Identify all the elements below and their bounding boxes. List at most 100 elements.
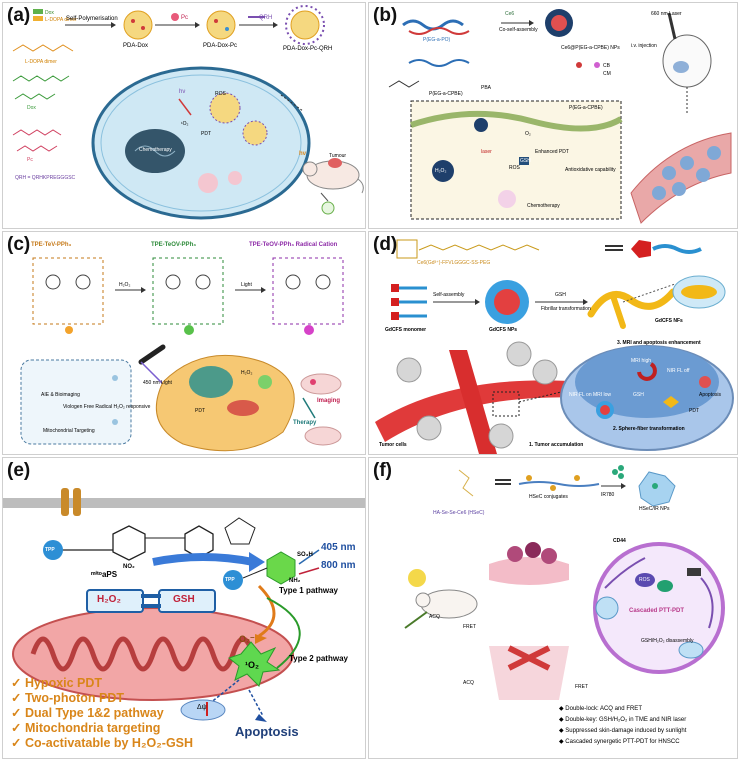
- pda-dox-pc-label: PDA-Dox-Pc: [203, 43, 238, 49]
- feature-item-1: ✓ Two-photon PDT: [11, 691, 124, 705]
- hv-label-mouse: hν: [299, 151, 307, 157]
- panel-d-graphic: [375, 239, 734, 454]
- ce6-nps-label: Ce6@P(EG-a-CPBE) NPs: [561, 45, 620, 51]
- molecule-tpe-teov: [152, 257, 224, 335]
- ros-label: ROS: [509, 165, 520, 171]
- blood-vessel-with-tumor: [630, 132, 732, 224]
- gdcfs-monomers: [391, 284, 427, 320]
- hv-label-cell: hν: [179, 89, 186, 95]
- panel-a: (a): [2, 2, 366, 229]
- nps-label: GdCFS NPs: [489, 327, 518, 333]
- feature-item-0: ◆ Double-lock: ACQ and FRET: [559, 706, 642, 712]
- tpp-label-left: TPP: [45, 547, 55, 553]
- mito-label: Mitochondrial Targeting: [43, 428, 95, 434]
- feature-list: ✓ Hypoxic PDT ✓ Two-photon PDT ✓ Dual Ty…: [11, 676, 193, 751]
- mito-aps-label: ᵐⁱᵗᵒaPS: [91, 570, 118, 579]
- ce6-label: Ce6: [505, 11, 515, 17]
- tpp-label-right: TPP: [225, 577, 235, 583]
- nm800-label: 800 nm: [321, 560, 356, 571]
- nir-fl-off-label: NIR FL off: [667, 368, 690, 374]
- pdt-label: PDT: [195, 408, 205, 414]
- mouse-illustration: [662, 12, 712, 88]
- nm405-label: 405 nm: [321, 542, 356, 553]
- type1-label: Type 1 pathway: [279, 586, 338, 595]
- tpe-radical-label: TPE-TeOV-PPh₃ Radical Cation: [249, 242, 338, 248]
- laser-small-label: laser: [481, 149, 492, 155]
- laser-label: 660 nm Laser: [651, 11, 682, 17]
- singlet-oxygen-label: ¹O₂: [181, 121, 189, 127]
- panel-d: (d): [368, 231, 738, 455]
- so3h-label: SO₃H: [297, 552, 313, 558]
- panel-e: (e): [2, 457, 366, 759]
- mouse-imaging: [300, 373, 342, 395]
- singlet-oxygen-burst: [227, 641, 281, 687]
- mouse-illustration: [302, 158, 364, 194]
- feature-item-3: ✓ Mitochondria targeting: [11, 721, 161, 735]
- panel-b-graphic: [388, 9, 732, 224]
- iv-injection-label: i.v. injection: [631, 43, 657, 49]
- h2o2-box-label: H₂O₂: [97, 594, 121, 605]
- cd44-label: CD44: [613, 538, 626, 544]
- tpe-tev-label: TPE-TeV-PPh₃: [31, 242, 72, 248]
- therapy-label: Therapy: [293, 420, 317, 426]
- acq-label-2: ACQ: [463, 680, 474, 686]
- apoptosis-label: Apoptosis: [235, 724, 299, 739]
- light-arrow-label: Light: [241, 282, 252, 288]
- panel-label-b: (b): [373, 5, 398, 26]
- light-450-label: 450 nm Light: [143, 380, 172, 386]
- cancer-cell: [91, 66, 311, 220]
- cascaded-label: Cascaded PTT-PDT: [629, 608, 685, 614]
- panel-label-c: (c): [7, 234, 31, 255]
- pda-dox-nanoparticle: [123, 10, 153, 40]
- panel-c-graphic: [20, 257, 344, 452]
- pc-tag: Pc: [181, 15, 189, 21]
- co-self-assembly-label: Co-self-assembly: [499, 27, 538, 33]
- gdcfs-nfs: [587, 288, 677, 329]
- chemotherapy-label: Chemotherapy: [139, 147, 172, 153]
- hsec-ir-nps: [638, 471, 676, 507]
- panel-label-f: (f): [373, 460, 392, 481]
- ros-label: ROS: [639, 577, 650, 583]
- panel-f-graphic: [404, 465, 725, 700]
- feature-item-2: ✓ Dual Type 1&2 pathway: [11, 706, 164, 720]
- blood-vessels: [375, 350, 585, 454]
- hsec-ir-nps-label: HSeC/IR NPs: [639, 506, 670, 512]
- panel-e-graphic: [3, 488, 365, 722]
- no2-label: NO₂: [123, 564, 135, 570]
- acq-label-1: ACQ: [429, 614, 440, 620]
- gsh-box: [158, 589, 216, 613]
- dox-dimer-label: Dox: [45, 10, 54, 16]
- peg-po-label: P(EG-a-PO): [423, 37, 451, 43]
- pda-dox-pc-nanoparticle: [206, 10, 236, 40]
- nh2-label: NH₂: [289, 578, 301, 584]
- self-polymerisation-label: Self-Polymerisation: [66, 16, 118, 22]
- enhanced-pdt-label: Enhanced PDT: [535, 149, 569, 155]
- hsec-conjugate-chain: [518, 475, 600, 491]
- nir-fl-on-label: NIR FL on MRI low: [569, 392, 612, 398]
- panel-label-d: (d): [373, 234, 398, 255]
- chemotherapy-label: Chemotherapy: [527, 203, 560, 209]
- tumor-cells-label: Tumor cells: [379, 442, 407, 448]
- singlet-oxygen-label: ¹O₂: [245, 660, 259, 670]
- pda-dox-label: PDA-Dox: [123, 43, 149, 49]
- tumor-cell-clusters: [396, 341, 558, 449]
- sphere-fiber-label: 2. Sphere-fiber transformation: [613, 426, 685, 432]
- pdt-label: PDT: [201, 131, 211, 137]
- fret-label-1: FRET: [463, 624, 477, 630]
- aie-label: AIE & Bioimaging: [41, 392, 80, 398]
- qrh-definition: QRH = QRHKPREGGGSC: [15, 175, 76, 181]
- ir780-label: IR780: [601, 492, 615, 498]
- tumour-label: Tumour: [329, 153, 347, 159]
- panel-label-a: (a): [7, 5, 31, 26]
- h2o2-box: [86, 589, 144, 613]
- ldopa-dimer-label-top: L-DOPA dimer: [45, 17, 77, 23]
- tpp-ball-right: [223, 570, 243, 590]
- tpe-teov-label: TPE-TeOV-PPh₃: [151, 242, 197, 248]
- panel-a-graphic: [12, 5, 364, 220]
- peg-cpbe-label: P(EG-a-CPBE): [429, 91, 463, 97]
- apoptosis-label: Apoptosis: [699, 392, 721, 398]
- feature-list: ◆ Double-lock: ACQ and FRET ◆ Double-key…: [559, 704, 686, 748]
- feature-item-4: ✓ Co-activatable by H₂O₂-GSH: [11, 736, 194, 750]
- zoomed-tumor-cell: [560, 345, 734, 451]
- qrh-tag: QRH: [259, 15, 273, 21]
